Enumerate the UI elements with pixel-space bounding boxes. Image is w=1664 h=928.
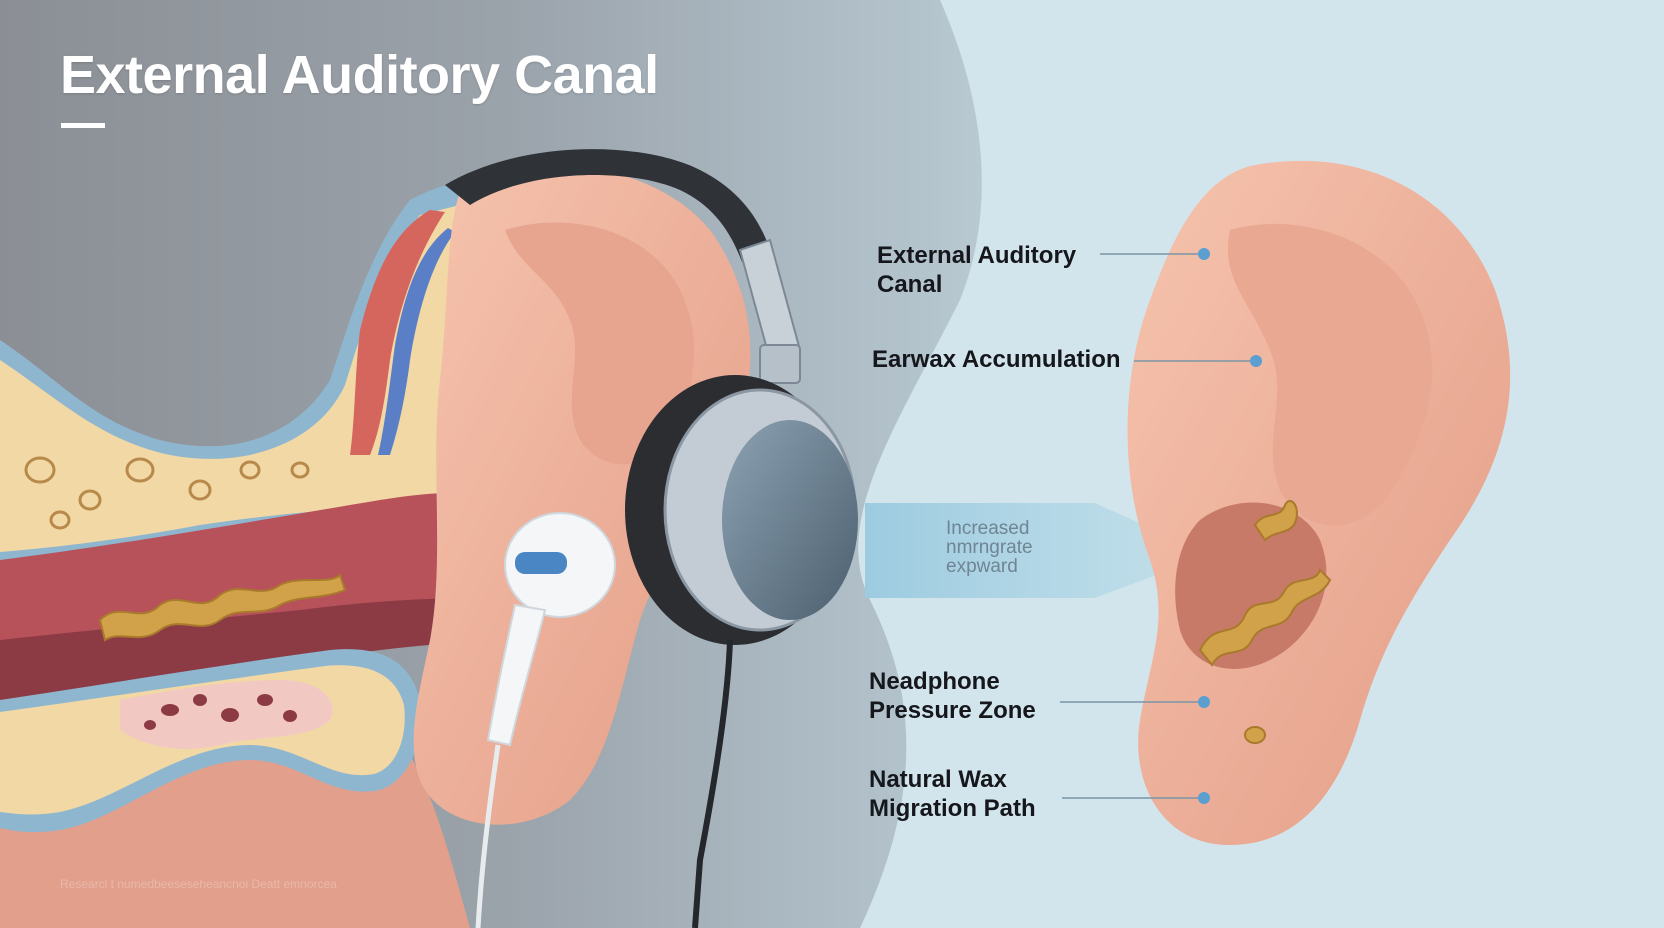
callout-dot-pressure (1198, 696, 1210, 708)
vein-layer (378, 228, 455, 455)
upper-bone-inner (0, 205, 460, 552)
canal-earwax (98, 573, 347, 642)
footnote: Researcl t numedbeeseseheancnoi Deatt em… (60, 877, 337, 891)
headphone-band (445, 149, 770, 262)
marrow-texture (144, 694, 297, 730)
callout-dot-canal (1198, 248, 1210, 260)
callout-dot-earwax (1250, 355, 1262, 367)
callout-dot-migration (1198, 792, 1210, 804)
earbud-stem (486, 603, 547, 747)
migration-arrow (865, 503, 1210, 598)
muscle-layer (350, 210, 445, 455)
earbud-cable (475, 744, 501, 928)
label-earwax-accumulation: Earwax Accumulation (872, 346, 1121, 373)
page-title: External Auditory Canal (60, 45, 659, 105)
bone-texture (24, 456, 310, 530)
right-ear-concha (1175, 502, 1327, 669)
left-ear-helix-fold (505, 222, 695, 465)
callout-lines (1060, 253, 1256, 799)
label-headphone-pressure-zone: Neadphone Pressure Zone (869, 668, 1036, 724)
earbud-sensor (515, 552, 567, 574)
headphone-yoke (759, 344, 801, 384)
migration-arrow-text: Increased nmrngrate expward (946, 518, 1033, 577)
right-ear-antihelix (1228, 223, 1433, 526)
title-underline (61, 123, 105, 128)
ear-earwax-deposit (1198, 500, 1332, 744)
headphone-cable (692, 639, 733, 928)
headphone-cup-face (722, 420, 858, 620)
ear-canal-floor (0, 598, 530, 700)
label-external-auditory-canal: External Auditory Canal (877, 242, 1077, 298)
label-natural-wax-migration-path: Natural Wax Migration Path (869, 766, 1036, 822)
callout-dots (1198, 248, 1262, 804)
